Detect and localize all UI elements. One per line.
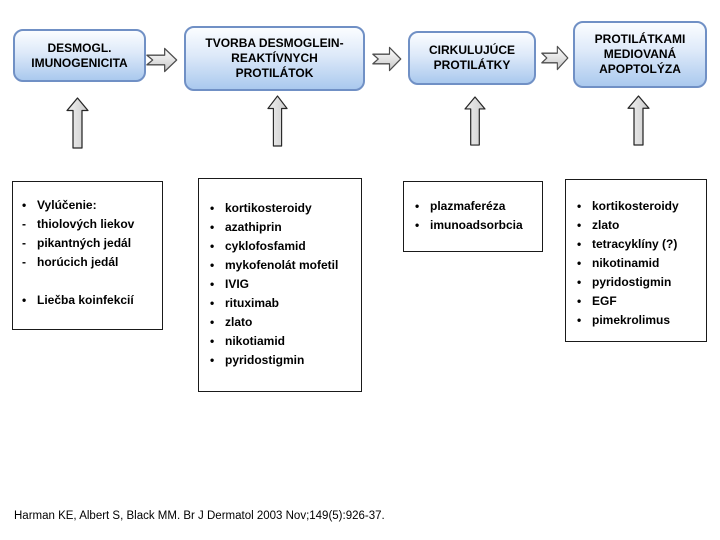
up-arrow-icon [464,96,486,146]
flow-stage-box-apoptolysis: PROTILÁTKAMI MEDIOVANÁ APOPTOLÝZA [573,21,707,88]
list-item-label: zlato [225,314,253,329]
list-item-label: pimekrolimus [592,312,671,327]
bullet-marker: • [210,200,215,215]
list-item: • kortikosteroidy [210,198,357,217]
bullet-marker: • [577,236,582,251]
bullet-marker: • [22,197,27,212]
flow-stage-label: CIRKULUJÚCE [428,43,515,57]
bullet-marker: • [210,238,215,253]
bullet-marker: • [577,198,582,213]
flow-stage-label: PROTILÁTOK [235,66,314,80]
up-arrow-icon [627,95,650,146]
list-item-label: Vylúčenie: [37,197,97,212]
bullet-marker: • [577,274,582,289]
list-item-label: kortikosteroidy [592,198,679,213]
list-item-label: nikotinamid [592,255,660,270]
up-arrow-icon [267,95,288,147]
list-item-label: IVIG [225,276,250,291]
list-item: • cyklofosfamid [210,236,357,255]
list-item-label: rituximab [225,295,280,310]
list-item: • zlato [210,312,357,331]
flow-stage-box-antibody-production: TVORBA DESMOGLEIN- REAKTÍVNYCH PROTILÁTO… [184,26,365,91]
right-arrow-icon [541,45,569,71]
list-item: • kortikosteroidy [577,196,702,215]
list-item-label: thiolových liekov [37,216,135,231]
right-arrow-icon [146,47,178,73]
list-item: • tetracyklíny (?) [577,234,702,253]
list-item: • nikotinamid [577,253,702,272]
list-item-label: pyridostigmin [592,274,672,289]
dash-marker: - [22,216,26,231]
flow-stage-label: PROTILÁTKAMI [594,32,686,46]
bullet-marker: • [210,314,215,329]
bullet-marker: • [210,257,215,272]
list-item: • pyridostigmin [577,272,702,291]
list-item: • mykofenolát mofetil [210,255,357,274]
list-spacer [22,271,158,290]
flow-stage-label: REAKTÍVNYCH [231,51,318,65]
list-item-label: pyridostigmin [225,352,305,367]
list-item-label: kortikosteroidy [225,200,312,215]
bullet-marker: • [415,217,420,232]
bullet-marker: • [577,312,582,327]
bullet-marker: • [210,333,215,348]
bullet-marker: • [210,276,215,291]
list-item: • azathiprin [210,217,357,236]
list-item: • nikotiamid [210,331,357,350]
list-item-label: tetracyklíny (?) [592,236,678,251]
list-item-label: cyklofosfamid [225,238,306,253]
flow-stage-box-circulating-antibodies: CIRKULUJÚCE PROTILÁTKY [408,31,536,85]
bullet-marker: • [577,217,582,232]
bullet-marker: • [210,352,215,367]
flow-stage-label: IMUNOGENICITA [31,55,128,70]
list-item-label: horúcich jedál [37,254,119,269]
up-arrow-icon [66,97,89,149]
list-item-label: nikotiamid [225,333,286,348]
list-item-label: azathiprin [225,219,282,234]
list-item: • Vylúčenie: [22,195,158,214]
treatment-list-exclusion: •Vylúčenie: -thiolových liekov -pikantný… [12,181,163,330]
list-item-label: plazmaferéza [430,198,506,213]
list-item: • IVIG [210,274,357,293]
right-arrow-icon [372,46,402,72]
list-item-label: zlato [592,217,620,232]
list-item-label: EGF [592,293,617,308]
list-item: -horúcich jedál [22,252,158,271]
bullet-marker: • [22,292,27,307]
flow-stage-box-immunogenicity: DESMOGL. IMUNOGENICITA [13,29,146,82]
flow-stage-label: DESMOGL. [47,40,112,55]
list-item: • plazmaferéza [415,196,538,215]
citation-text: Harman KE, Albert S, Black MM. Br J Derm… [14,510,385,522]
list-item-label: mykofenolát mofetil [225,257,339,272]
list-item-label: imunoadsorbcia [430,217,523,232]
list-item: -thiolových liekov [22,214,158,233]
bullet-marker: • [415,198,420,213]
treatment-list-immunosuppressants: • kortikosteroidy • azathiprin • cyklofosfa… [198,178,362,392]
list-item: • pimekrolimus [577,310,702,329]
flow-stage-label: TVORBA DESMOGLEIN- [205,36,344,50]
list-item: • EGF [577,291,702,310]
bullet-marker: • [577,255,582,270]
list-item: • zlato [577,215,702,234]
list-item: • imunoadsorbcia [415,215,538,234]
list-item: -pikantných jedál [22,233,158,252]
bullet-marker: • [577,293,582,308]
treatment-list-plasmapheresis: • plazmaferéza • imunoadsorbcia [403,181,543,252]
list-item: • rituximab [210,293,357,312]
list-item: • pyridostigmin [210,350,357,369]
bullet-marker: • [210,295,215,310]
treatment-list-antiapoptotic: • kortikosteroidy • zlato • tetracyklíny (?… [565,179,707,342]
flow-stage-label: APOPTOLÝZA [599,62,681,76]
flow-stage-label: PROTILÁTKY [433,58,511,72]
list-item: • Liečba koinfekcií [22,290,158,309]
dash-marker: - [22,235,26,250]
list-item-label: pikantných jedál [37,235,132,250]
list-item-label: Liečba koinfekcií [37,292,134,307]
bullet-marker: • [210,219,215,234]
dash-marker: - [22,254,26,269]
flow-stage-label: MEDIOVANÁ [603,47,677,61]
